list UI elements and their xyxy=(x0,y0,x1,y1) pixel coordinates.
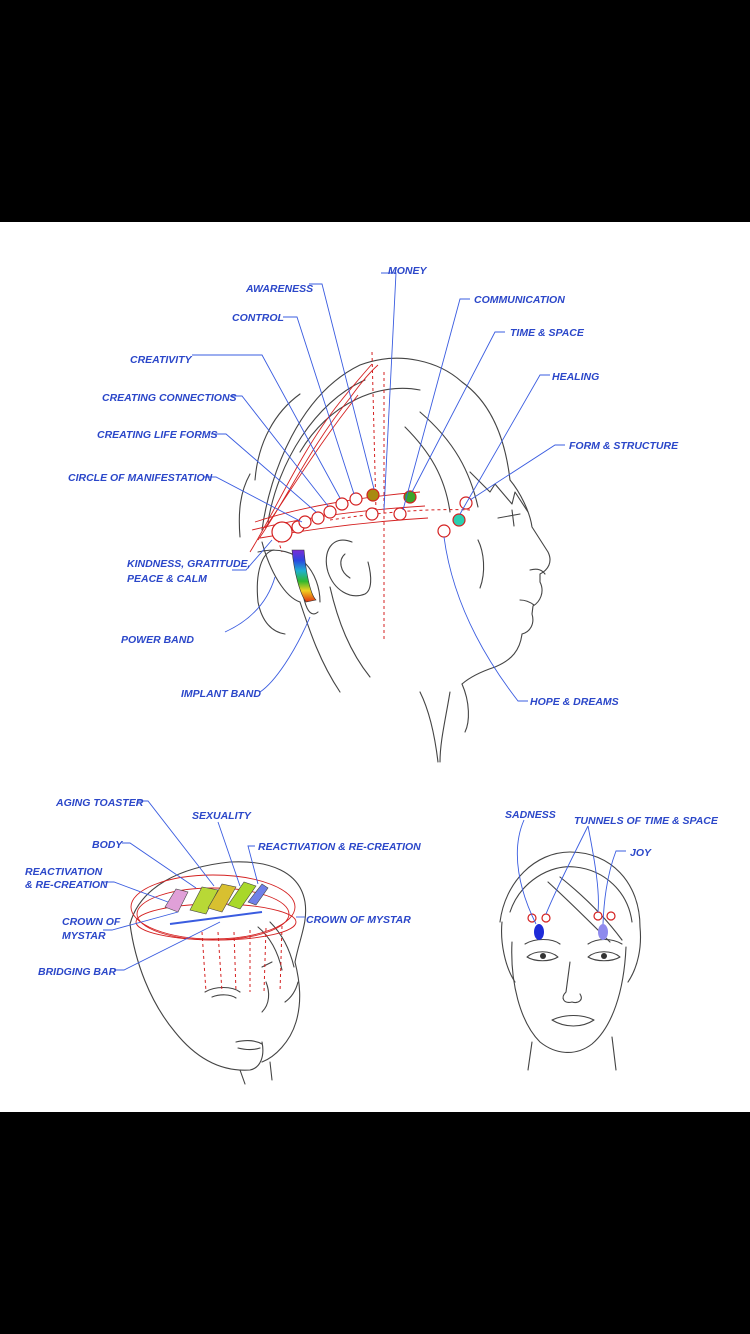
label-crown-right: CROWN OF MYSTAR xyxy=(306,914,411,926)
side-bands xyxy=(256,549,321,635)
label-sexuality: SEXUALITY xyxy=(192,810,252,822)
label-body: BODY xyxy=(92,839,123,851)
marker-creating-connections xyxy=(323,505,337,519)
label-hope-dreams: HOPE & DREAMS xyxy=(530,696,619,708)
label-reactivation-left-line1: REACTIVATION xyxy=(25,866,103,878)
marker-kindness xyxy=(271,521,293,543)
label-tunnels: TUNNELS OF TIME & SPACE xyxy=(574,815,719,827)
bar-sexuality xyxy=(227,881,257,910)
bar-reactivation-left xyxy=(164,888,189,913)
bar-reactivation-right xyxy=(247,883,269,906)
top-leaders xyxy=(103,800,305,971)
label-reactivation-left-line2: & RE-CREATION xyxy=(25,879,108,891)
top-crown xyxy=(130,874,297,993)
label-crown-left-line2: MYSTAR xyxy=(62,930,106,942)
power-band-outline xyxy=(256,549,286,635)
marker-tunnel-right-b xyxy=(606,911,616,921)
top-labels: AGING TOASTER SEXUALITY BODY REACTIVATIO… xyxy=(25,797,421,978)
marker-communication xyxy=(393,507,407,521)
label-communication: COMMUNICATION xyxy=(474,294,565,306)
marker-tunnel-left-b xyxy=(541,913,551,923)
label-reactivation-right: REACTIVATION & RE-CREATION xyxy=(258,841,421,853)
side-labels: MONEY AWARENESS COMMUNICATION CONTROL TI… xyxy=(68,265,679,708)
marker-tunnel-right-a xyxy=(593,911,603,921)
side-markers xyxy=(271,488,473,543)
label-joy: JOY xyxy=(630,847,652,859)
label-money: MONEY xyxy=(388,265,428,277)
label-creating-life-forms: CREATING LIFE FORMS xyxy=(97,429,218,441)
label-sadness: SADNESS xyxy=(505,809,556,821)
marker-money xyxy=(365,507,379,521)
image-viewer[interactable]: MONEY AWARENESS COMMUNICATION CONTROL TI… xyxy=(0,222,750,1112)
marker-joy xyxy=(598,924,608,940)
label-awareness: AWARENESS xyxy=(245,283,313,295)
label-kindness-line2: PEACE & CALM xyxy=(127,573,207,585)
label-form-structure: FORM & STRUCTURE xyxy=(569,440,679,452)
front-markers xyxy=(527,911,616,940)
label-aging-toaster: AGING TOASTER xyxy=(55,797,144,809)
marker-hope-dreams xyxy=(437,524,451,538)
marker-healing xyxy=(452,513,466,527)
front-labels: SADNESS TUNNELS OF TIME & SPACE JOY xyxy=(505,809,719,859)
label-crown-left-line1: CROWN OF xyxy=(62,916,121,928)
bar-aging-toaster xyxy=(207,883,237,913)
implant-band-rainbow xyxy=(291,549,317,603)
marker-creating-life-forms xyxy=(311,511,325,525)
label-control: CONTROL xyxy=(232,312,284,324)
side-head-sketch xyxy=(238,357,551,763)
label-bridging-bar: BRIDGING BAR xyxy=(38,966,117,978)
bridging-bar xyxy=(169,911,263,925)
marker-awareness xyxy=(366,488,380,502)
label-power-band: POWER BAND xyxy=(121,634,194,646)
diagram: MONEY AWARENESS COMMUNICATION CONTROL TI… xyxy=(25,265,719,1085)
label-creativity: CREATIVITY xyxy=(130,354,193,366)
marker-control xyxy=(349,492,363,506)
label-time-space: TIME & SPACE xyxy=(510,327,585,339)
label-circle-of-manifestation: CIRCLE OF MANIFESTATION xyxy=(68,472,213,484)
label-healing: HEALING xyxy=(552,371,599,383)
label-creating-connections: CREATING CONNECTIONS xyxy=(102,392,237,404)
label-kindness-line1: KINDNESS, GRATITUDE, xyxy=(127,558,251,570)
top-head-sketch xyxy=(129,861,307,1085)
side-leaders xyxy=(192,272,565,702)
label-implant-band: IMPLANT BAND xyxy=(181,688,261,700)
marker-creativity xyxy=(335,497,349,511)
marker-circle-manifestation-b xyxy=(298,515,312,529)
front-leaders xyxy=(516,819,626,925)
bar-body xyxy=(189,886,219,915)
marker-sadness xyxy=(534,924,544,940)
